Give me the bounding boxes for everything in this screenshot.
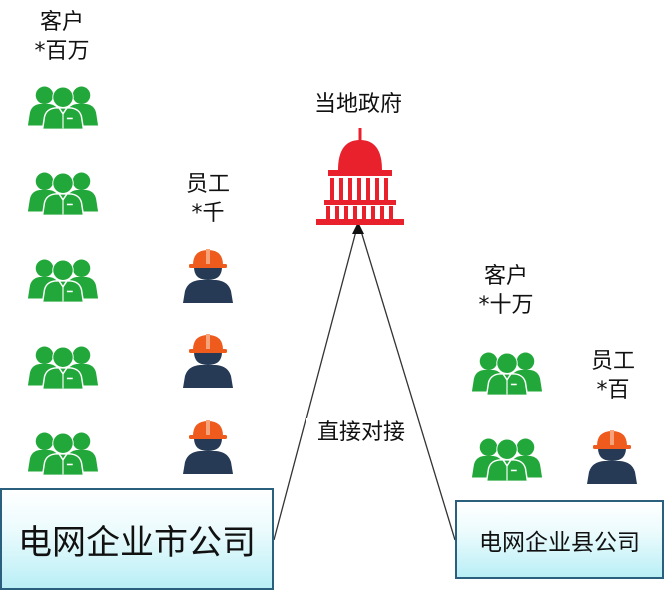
worker-helmet-icon (180, 247, 236, 303)
worker-helmet-icon (584, 428, 640, 484)
customer-group-icon (26, 342, 100, 390)
employees-right-label: 员工 *百 (578, 347, 648, 405)
worker-helmet-icon (180, 418, 236, 474)
county-company-box: 电网企业县公司 (455, 500, 664, 579)
employees-left-title: 员工 (185, 172, 230, 197)
city-company-box: 电网企业市公司 (0, 488, 274, 590)
employees-left-count: *千 (191, 201, 225, 226)
customer-group-icon (26, 82, 100, 130)
customer-group-icon (26, 428, 100, 476)
customers-right-count: *十万 (478, 293, 534, 318)
connection-label: 直接对接 (306, 418, 416, 447)
worker-helmet-icon (180, 332, 236, 388)
customers-left-label: 客户 *百万 (24, 8, 100, 66)
customer-group-icon (470, 434, 544, 482)
customers-right-title: 客户 (483, 264, 528, 289)
customer-group-icon (470, 348, 544, 396)
employees-right-title: 员工 (590, 349, 635, 374)
employees-right-count: *百 (596, 378, 630, 403)
customer-group-icon (26, 168, 100, 216)
customers-left-count: *百万 (34, 39, 90, 64)
county-company-label: 电网企业县公司 (479, 529, 640, 556)
city-company-label: 电网企业市公司 (18, 522, 256, 563)
customers-right-label: 客户 *十万 (466, 262, 546, 320)
customer-group-icon (26, 255, 100, 303)
customers-left-title: 客户 (39, 10, 84, 35)
employees-left-label: 员工 *千 (172, 170, 244, 228)
connection-text: 直接对接 (316, 420, 405, 445)
connector-county-to-government (360, 230, 456, 541)
government-label: 当地政府 (298, 90, 418, 119)
government-building-icon (316, 128, 404, 225)
connector-city-to-government (273, 230, 357, 541)
government-title: 当地政府 (313, 92, 402, 117)
arrowhead-icon (352, 222, 364, 234)
